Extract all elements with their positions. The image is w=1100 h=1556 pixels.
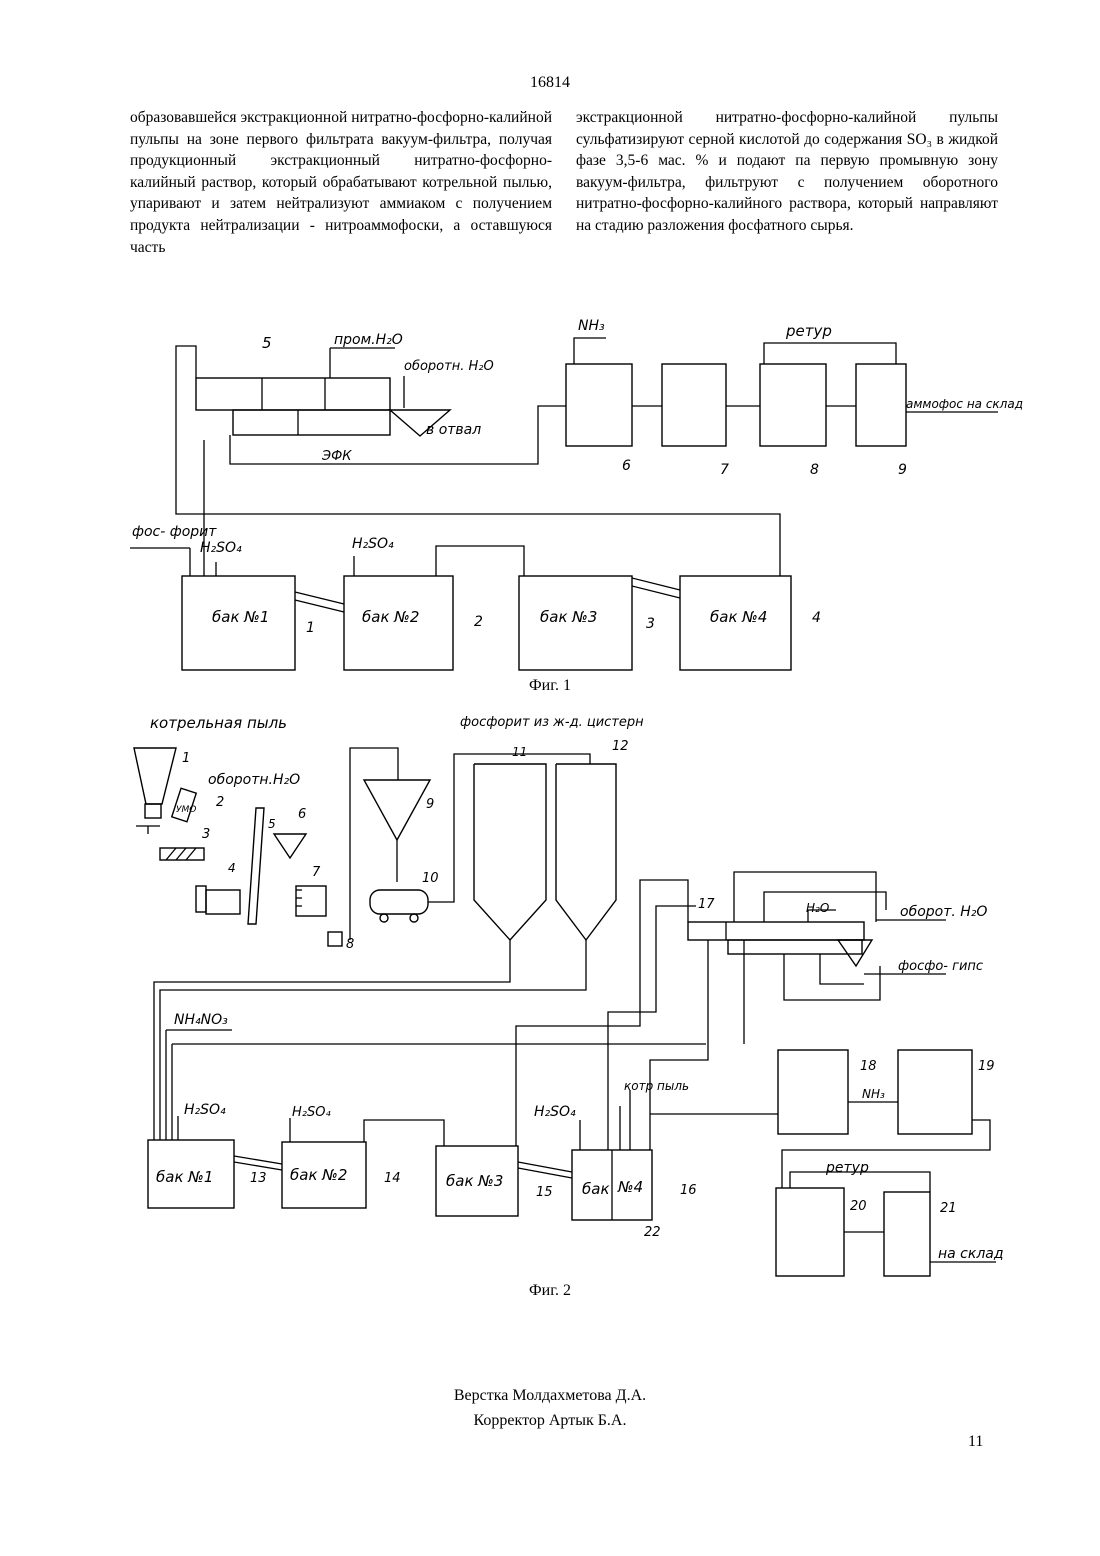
fig1-label-efk: ЭФК <box>321 449 352 464</box>
fig1-label-h2so4-2: H₂SO₄ <box>352 536 394 552</box>
fig1-tank-4-label: бак №4 <box>710 608 767 626</box>
box-8 <box>760 364 826 446</box>
fig1-label-nh3: NH₃ <box>578 318 605 334</box>
box-7 <box>662 364 726 446</box>
fig1-tank-3-label: бак №3 <box>540 608 597 626</box>
fig1-tank-1-label: бак №1 <box>212 608 269 626</box>
fig1-number-5: 5 <box>262 334 272 352</box>
fig1-number-3: 3 <box>646 616 655 632</box>
proofreader-credit: Корректор Артык Б.А. <box>0 1408 1100 1433</box>
fig1-label-recycle-water: оборотн. H₂O <box>404 359 494 374</box>
fig1-label-h2so4-1: H₂SO₄ <box>200 540 242 556</box>
figure-1-caption: Фиг. 1 <box>0 677 1100 695</box>
fig1-number-6: 6 <box>622 458 631 474</box>
figure-2-caption: Фиг. 2 <box>0 1282 1100 1300</box>
credits: Верстка Молдахметова Д.А. Корректор Арты… <box>0 1383 1100 1433</box>
fig1-number-7: 7 <box>720 462 729 478</box>
box-9 <box>856 364 906 446</box>
fig1-label-discharge: в отвал <box>426 422 481 438</box>
fig1-number-4: 4 <box>812 610 821 626</box>
fig1-label-retur: ретур <box>785 322 832 340</box>
vacuum-filter-5 <box>196 378 450 436</box>
fig1-tank-2-label: бак №2 <box>362 608 419 626</box>
fig1-label-washing-water: пром.H₂O <box>334 332 403 348</box>
page-number-bottom: 11 <box>968 1433 983 1451</box>
box-6 <box>566 364 632 446</box>
fig1-label-phosphorite: фос- форит <box>132 524 217 540</box>
fig1-number-9: 9 <box>898 462 907 478</box>
fig1-number-1: 1 <box>306 620 315 636</box>
fig1-number-2: 2 <box>474 614 483 630</box>
fig1-number-8: 8 <box>810 462 819 478</box>
layout-credit: Верстка Молдахметова Д.А. <box>0 1383 1100 1408</box>
fig1-label-product: аммофос на склад <box>906 397 1023 411</box>
figure-1-lines <box>130 338 998 612</box>
